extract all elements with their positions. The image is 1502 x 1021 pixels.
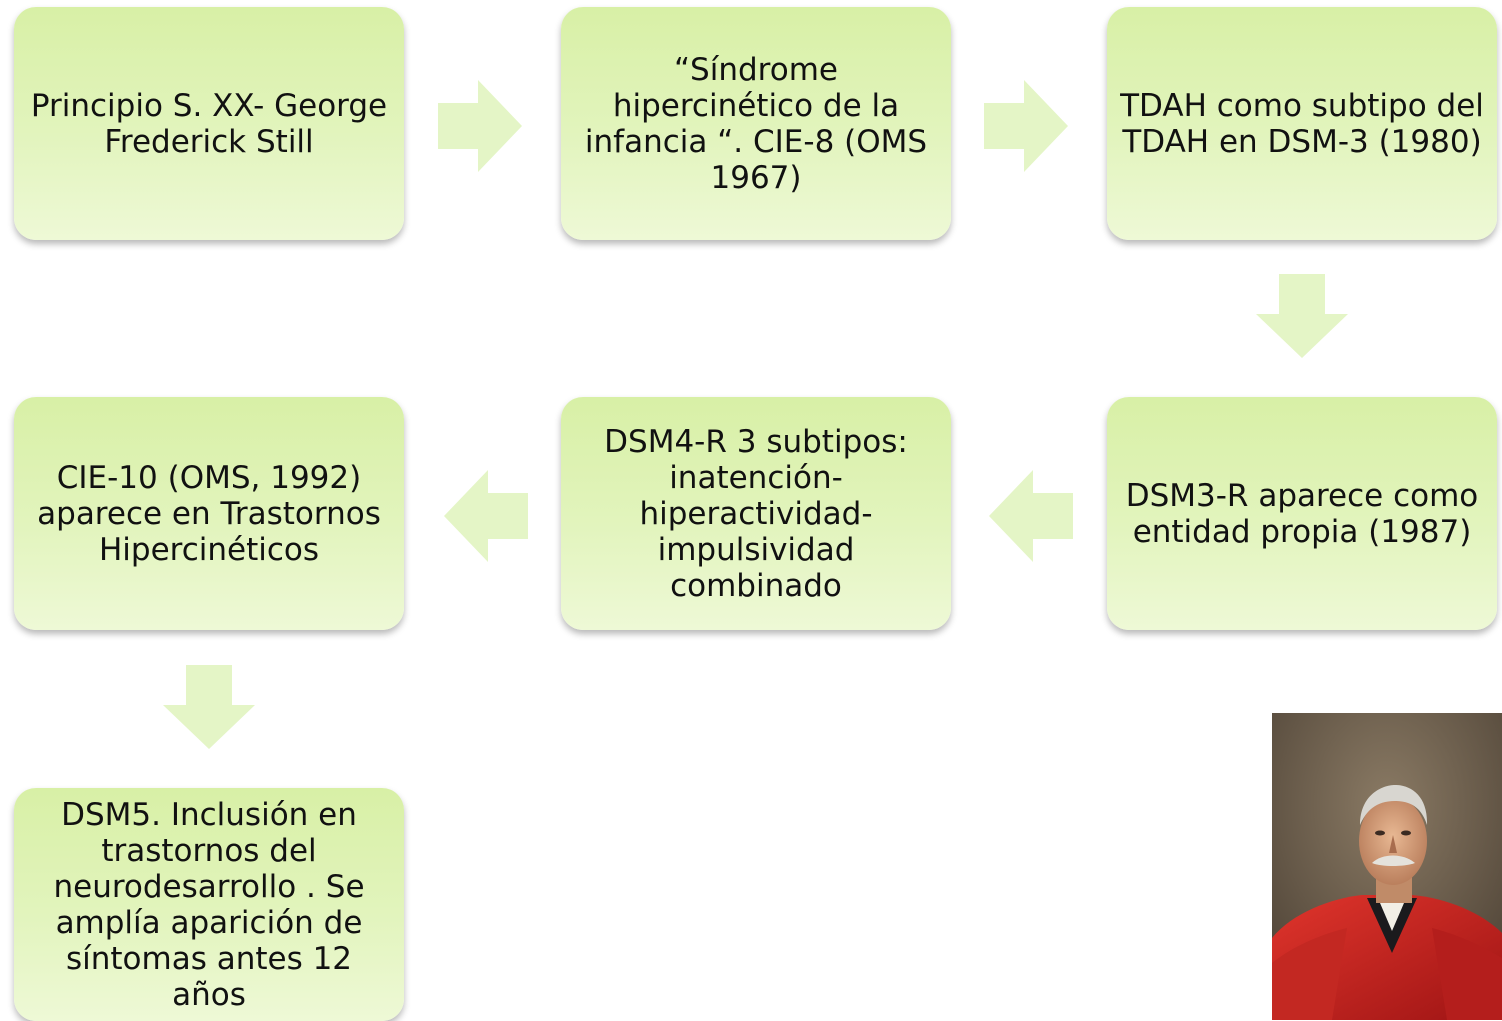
portrait-photo [1272, 713, 1502, 1020]
step-5-box: DSM4-R 3 subtipos: inatención- hiperacti… [561, 397, 951, 630]
step-1-text: Principio S. XX- George Frederick Still [30, 87, 388, 160]
arrow-right-icon [438, 80, 522, 172]
step-7-box: DSM5. Inclusión en trastornos del neurod… [14, 788, 404, 1021]
arrow-right-icon [984, 80, 1068, 172]
step-3-box: TDAH como subtipo del TDAH en DSM-3 (198… [1107, 7, 1497, 240]
arrow-down-icon [163, 665, 255, 749]
step-2-box: “Síndrome hipercinético de la infancia “… [561, 7, 951, 240]
step-4-text: DSM3-R aparece como entidad propia (1987… [1125, 477, 1479, 550]
step-4-box: DSM3-R aparece como entidad propia (1987… [1107, 397, 1497, 630]
step-2-text: “Síndrome hipercinético de la infancia “… [584, 51, 928, 196]
step-1-box: Principio S. XX- George Frederick Still [14, 7, 404, 240]
arrow-left-icon [444, 470, 528, 562]
step-7-text: DSM5. Inclusión en trastornos del neurod… [53, 796, 365, 1013]
step-6-box: CIE-10 (OMS, 1992) aparece en Trastornos… [14, 397, 404, 630]
step-3-text: TDAH como subtipo del TDAH en DSM-3 (198… [1120, 87, 1484, 160]
step-6-text: CIE-10 (OMS, 1992) aparece en Trastornos… [37, 459, 381, 568]
arrow-down-icon [1256, 274, 1348, 358]
arrow-left-icon [989, 470, 1073, 562]
step-5-text: DSM4-R 3 subtipos: inatención- hiperacti… [604, 423, 908, 604]
